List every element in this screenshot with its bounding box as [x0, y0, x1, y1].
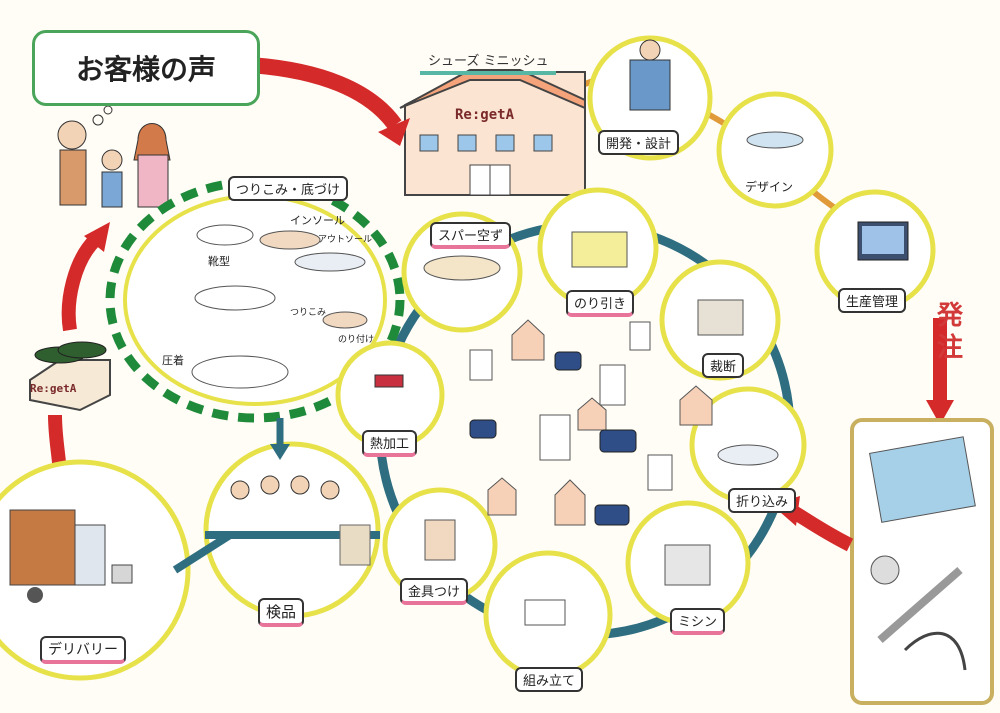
- station-development: 開発・設計: [598, 130, 680, 155]
- shoe-box: [29, 341, 111, 412]
- lasting-dashed-circle: [105, 177, 405, 423]
- station-production: 生産管理: [838, 288, 907, 313]
- customer-voice-bubble: お客様の声: [32, 30, 260, 106]
- inspectors: [230, 475, 371, 566]
- table-leg: [172, 531, 233, 574]
- lasting-insole: インソール: [290, 214, 345, 227]
- station-fittings: 金具つけ: [400, 578, 469, 605]
- station-assembly: 組み立て: [515, 667, 584, 692]
- building-brand: Re:getA: [455, 107, 515, 123]
- lasting-press: 圧着: [162, 354, 184, 367]
- station-art: [374, 39, 909, 626]
- lasting-shoe-last: 靴型: [208, 255, 230, 268]
- shop-building: [399, 69, 586, 196]
- order-arrow-head: [926, 400, 954, 425]
- lasting-outsole: アウトソール: [318, 235, 373, 245]
- truck: [9, 509, 133, 603]
- station-skiving: スパー空ず: [430, 222, 512, 249]
- voice-arrow-head: [378, 118, 410, 146]
- station-sewing: ミシン: [670, 608, 726, 635]
- station-heat: 熱加工: [362, 430, 418, 457]
- delivery-label: デリバリー: [40, 636, 126, 664]
- town-center: [469, 319, 713, 526]
- inspection-label: 検品: [258, 598, 305, 627]
- lasting-glue: のり付け: [338, 335, 375, 345]
- up-arrow: [61, 235, 101, 332]
- customer-figures: [57, 105, 171, 208]
- lasting-title: つりこみ・底づけ: [228, 176, 349, 201]
- station-cutting: 裁断: [702, 353, 745, 378]
- station-design: デザイン: [745, 180, 794, 194]
- station-gluing: のり引き: [566, 290, 635, 317]
- lasting-lasting: つりこみ: [290, 308, 327, 318]
- materials-arrow: [786, 503, 854, 552]
- up-arrow-head: [84, 222, 110, 252]
- lasting-to-inspection-head: [270, 444, 290, 460]
- box-brand: Re:getA: [30, 382, 77, 395]
- voice-arrow: [249, 57, 402, 130]
- shop-sign: シューズ ミニッシュ: [420, 50, 557, 75]
- order-label: 発注: [936, 301, 963, 363]
- lasting-shoes: [191, 224, 368, 389]
- station-folding: 折り込み: [728, 488, 797, 513]
- materials-art: [869, 436, 976, 671]
